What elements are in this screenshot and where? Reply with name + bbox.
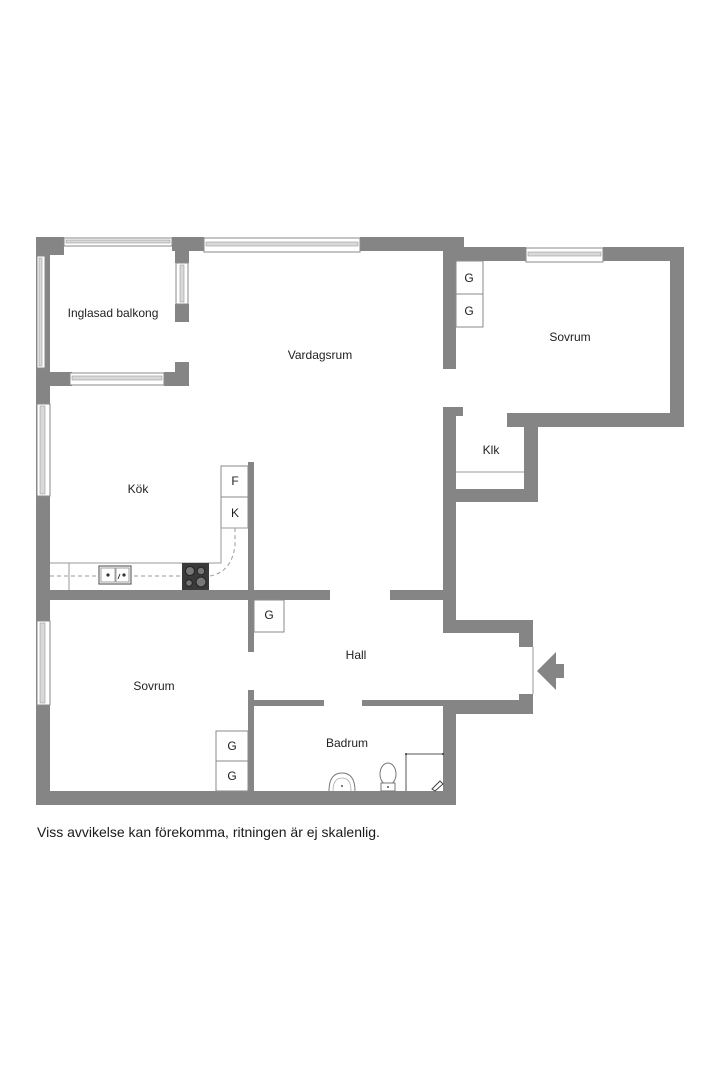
toilet-icon <box>379 762 397 792</box>
wall-entrance-north-jamb <box>519 620 533 647</box>
wall-balcony-divider-top <box>175 237 189 263</box>
wall-bedroom-living <box>443 247 456 369</box>
wall-bath-north-left <box>248 700 324 706</box>
wall-east-bedroom <box>670 247 684 427</box>
room-label-bathroom: Badrum <box>326 736 368 750</box>
wall-north-bedroom-left <box>443 247 526 261</box>
room-label-balcony: Inglasad balkong <box>68 306 159 320</box>
wardrobe-hall: G <box>253 599 285 633</box>
window-balcony-top <box>63 237 173 247</box>
disclaimer-text: Viss avvikelse kan förekomma, ritningen … <box>37 824 380 840</box>
wall-entrance-south <box>443 700 533 714</box>
counter-dashed-line <box>50 528 236 577</box>
wardrobe-label: G <box>464 271 473 285</box>
window-balcony-south <box>69 372 165 386</box>
wall-kitchen-east <box>248 462 254 652</box>
stove-icon <box>182 563 209 590</box>
wall-balcony-south-left <box>36 372 72 386</box>
bathroom-fixtures <box>328 753 444 792</box>
wall-hall-north-right <box>390 590 445 600</box>
washbasin-icon <box>328 772 356 792</box>
window-balcony-divider <box>175 262 189 305</box>
room-label-bedroom-sw: Sovrum <box>133 679 174 693</box>
sink-icon <box>98 565 132 585</box>
room-label-living: Vardagsrum <box>288 348 352 362</box>
walls <box>36 237 684 805</box>
entrance-arrow-icon <box>537 652 564 690</box>
wall-balcony-divider-bottom <box>175 304 189 322</box>
wall-nw-corner <box>36 237 64 255</box>
wall-closet-south <box>443 489 538 502</box>
wardrobe-bedroom-sw: G G <box>215 730 249 792</box>
room-label-hall: Hall <box>346 648 367 662</box>
wall-north-living <box>360 237 464 251</box>
window-kitchen <box>36 403 51 497</box>
wall-kitchen-bedroom <box>36 590 330 600</box>
wall-entrance-north <box>443 620 533 633</box>
wall-bath-west <box>248 690 254 800</box>
freezer-label: F <box>231 474 238 488</box>
room-label-kitchen: Kök <box>128 482 150 496</box>
room-label-bedroom-ne: Sovrum <box>549 330 590 344</box>
wardrobe-label: G <box>464 304 473 318</box>
counter-edge <box>50 527 248 564</box>
wall-north-bedroom-right <box>603 247 684 261</box>
wall-entrance-south-jamb <box>519 694 533 714</box>
wall-closet-west <box>443 407 456 633</box>
wall-bath-north-right <box>362 700 446 706</box>
wardrobe-label: G <box>227 739 236 753</box>
wall-bath-east <box>443 700 456 805</box>
wardrobe-label: G <box>227 769 236 783</box>
wall-south-bedroom <box>507 413 684 427</box>
shower-icon <box>405 753 444 792</box>
wardrobe-label: G <box>264 608 273 622</box>
wall-balcony-south-jamb <box>175 362 189 386</box>
wall-closet-stub <box>443 407 463 416</box>
room-label-closet: Klk <box>483 443 501 457</box>
window-balcony-west <box>36 255 46 369</box>
window-living-top <box>203 237 361 253</box>
wardrobe-bedroom-ne: G G <box>455 260 484 328</box>
freezer <box>220 465 249 498</box>
windows <box>36 237 604 706</box>
window-bedroom-ne <box>525 247 604 263</box>
fridge-label: K <box>231 506 239 520</box>
window-bedroom-sw <box>36 620 51 706</box>
wall-closet-east <box>524 413 538 502</box>
kitchen-fixtures: F K <box>50 465 249 590</box>
wall-south <box>36 791 456 805</box>
